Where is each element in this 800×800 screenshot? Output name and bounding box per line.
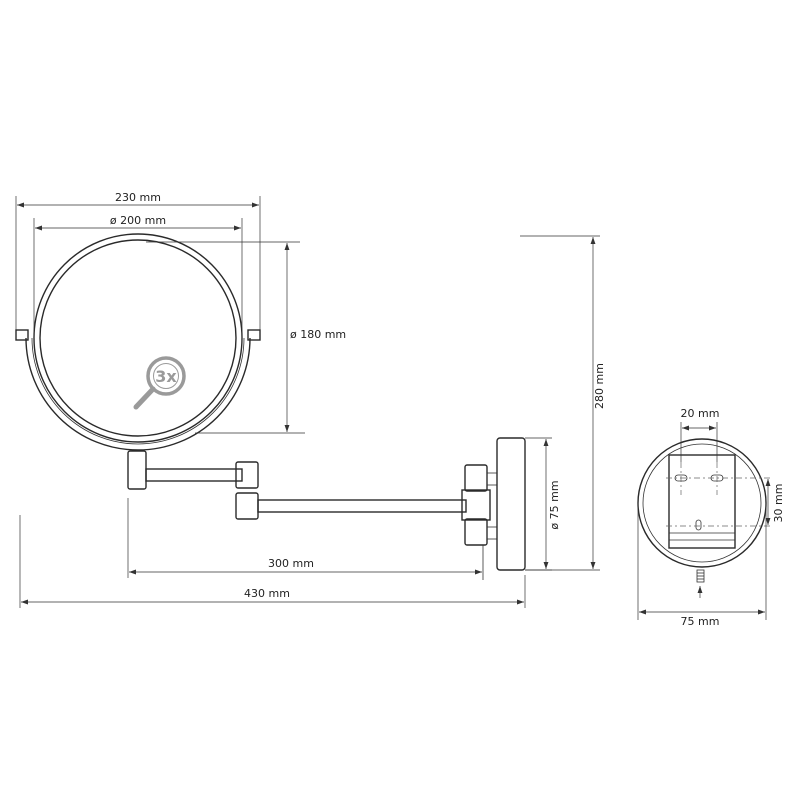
base-joint-upper <box>464 464 488 492</box>
dim-arm-length: 300 mm <box>268 557 314 570</box>
dim-mirror-diameter: ø 200 mm <box>110 214 166 227</box>
mirror-frame-outer <box>33 233 243 443</box>
mirror-fork-outer <box>25 337 251 451</box>
knob-lower <box>486 526 498 540</box>
dim-mirror-width: 230 mm <box>115 191 161 204</box>
arm-segment-1 <box>145 468 243 482</box>
base-joint-middle <box>461 489 491 521</box>
wall-plate-front-view <box>637 438 770 598</box>
base-joint-lower <box>464 518 488 546</box>
mounting-bracket <box>668 454 736 549</box>
mirror-fork-inner <box>31 337 245 445</box>
mirror-side-view <box>15 233 261 490</box>
magnification-label: 3x <box>155 367 177 386</box>
dim-base-width: 75 mm <box>681 615 720 628</box>
joint-lower <box>235 492 259 520</box>
right-pivot <box>247 329 261 341</box>
mirror-neck <box>127 450 147 490</box>
left-pivot <box>15 329 29 341</box>
swing-arm <box>145 461 498 546</box>
dim-base-diameter: ø 75 mm <box>548 480 561 529</box>
dim-screw-spacing: 20 mm <box>681 407 720 420</box>
dim-screw-offset: 30 mm <box>772 484 785 523</box>
mirror-glass <box>39 239 237 437</box>
screw-slot-bottom <box>695 519 702 531</box>
joint-upper <box>235 461 259 489</box>
wall-plate-side <box>496 437 526 571</box>
arm-segment-2 <box>257 499 467 513</box>
plate-inner-circle <box>642 443 762 563</box>
dimensions-side: 230 mm ø 200 mm ø 180 mm 280 mm ø 75 mm … <box>15 191 606 608</box>
magnifier-icon: 3x <box>133 356 186 410</box>
dim-total-depth: 430 mm <box>244 587 290 600</box>
knob-upper <box>486 472 498 486</box>
dimensions-front: 20 mm 30 mm 75 mm <box>637 407 785 628</box>
dim-mirror-height: ø 180 mm <box>290 328 346 341</box>
dim-total-height: 280 mm <box>593 363 606 409</box>
